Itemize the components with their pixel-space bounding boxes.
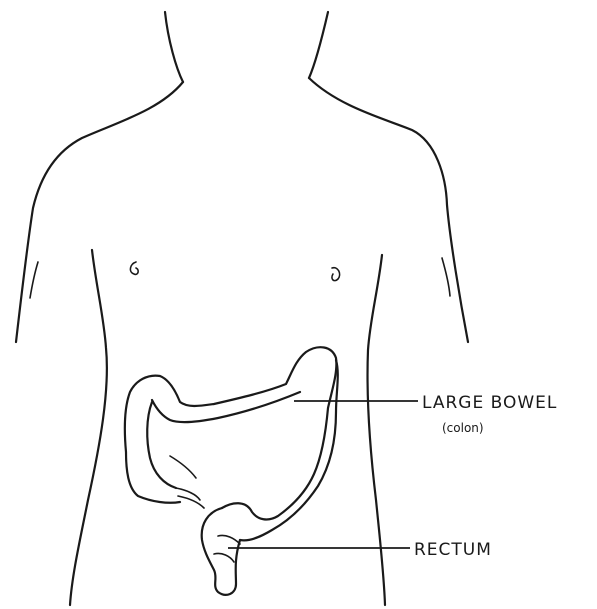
- label-large-bowel: LARGE BOWEL: [422, 393, 557, 413]
- label-rectum: RECTUM: [414, 540, 492, 560]
- nipples: [130, 262, 339, 281]
- label-colon: (colon): [442, 421, 484, 435]
- left-nipple: [130, 262, 138, 274]
- large-bowel: [125, 347, 338, 595]
- right-nipple: [332, 268, 340, 281]
- torso-outline: [16, 12, 468, 605]
